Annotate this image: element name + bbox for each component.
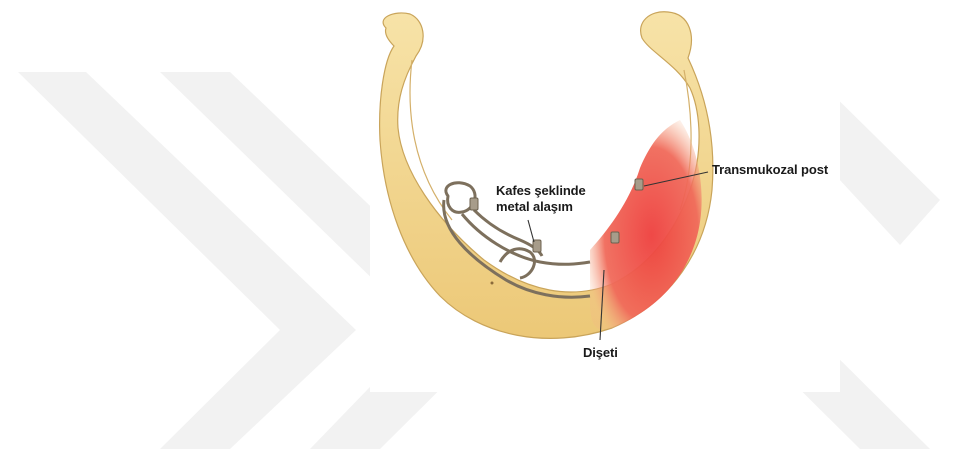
label-gingiva: Dişeti <box>583 345 618 361</box>
label-cage-line-1: Kafes şeklinde <box>496 183 586 199</box>
implant-post-3 <box>611 232 619 243</box>
label-cage-line-2: metal alaşım <box>496 199 586 215</box>
label-cage-metal-alloy: Kafes şeklinde metal alaşım <box>496 183 586 215</box>
gingiva-region <box>590 120 702 330</box>
implant-post-4 <box>635 179 643 190</box>
implant-post-1 <box>470 198 478 210</box>
mental-foramen <box>491 282 494 285</box>
label-transmucosal-post: Transmukozal post <box>712 162 828 178</box>
leader-line-cage <box>528 220 534 242</box>
